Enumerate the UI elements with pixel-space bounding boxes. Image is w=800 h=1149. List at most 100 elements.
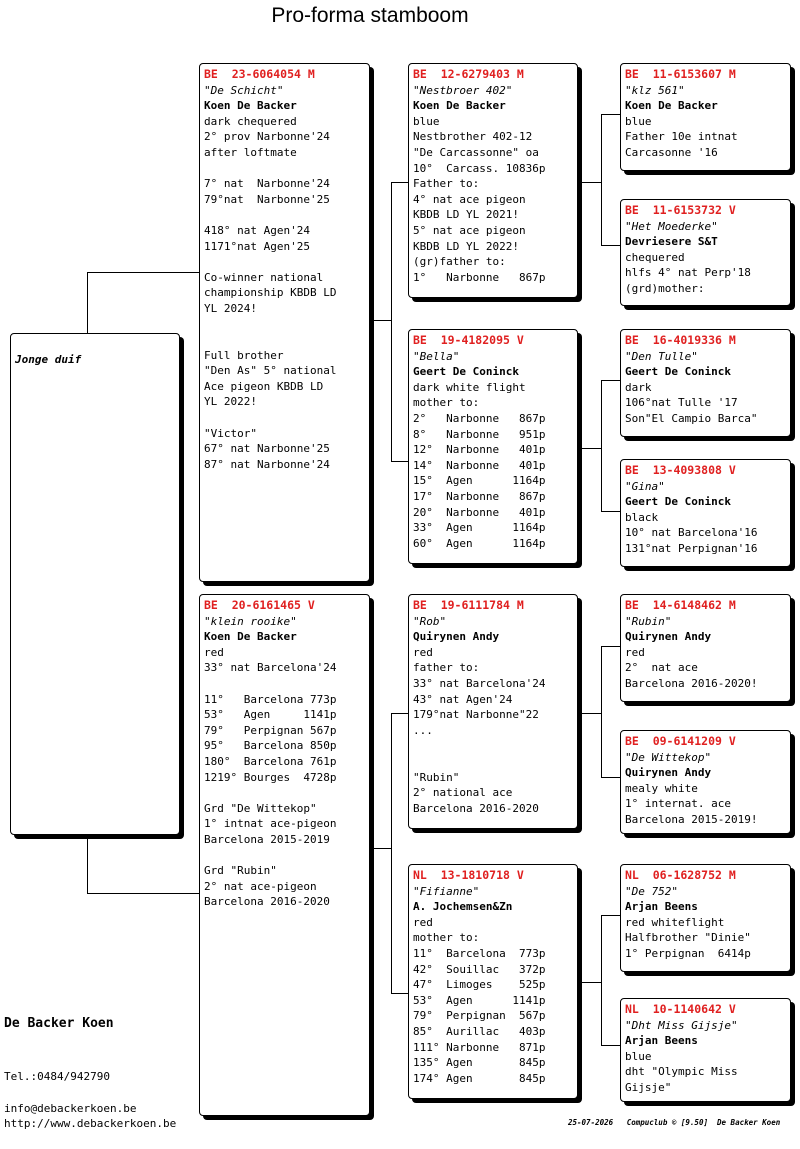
- pedigree-box-sire[interactable]: BE 23-6064054 M"De Schicht"Koen De Backe…: [199, 63, 370, 582]
- info-line: 5° nat ace pigeon: [413, 223, 526, 237]
- pigeon-name: "Dht Miss Gijsje": [625, 1018, 738, 1032]
- pedigree-box-gg3[interactable]: BE 16-4019336 M"Den Tulle"Geert De Conin…: [620, 329, 791, 437]
- info-line: mother to:: [413, 396, 480, 410]
- ring-number: BE 19-6111784 M: [413, 598, 524, 612]
- pedigree-box-gg6[interactable]: BE 09-6141209 V"De Wittekop"Quirynen And…: [620, 730, 791, 834]
- ring-number: BE 13-4093808 V: [625, 463, 736, 477]
- info-line: Co-winner national: [204, 270, 324, 284]
- info-line: 179°nat Narbonne"22: [413, 708, 539, 722]
- info-line: Son"El Campio Barca": [625, 411, 758, 425]
- info-line: 174° Agen 845p: [413, 1071, 546, 1085]
- subject-box[interactable]: Jonge duif: [10, 333, 180, 835]
- connector: [601, 245, 622, 246]
- connector: [370, 848, 392, 849]
- pedigree-box-gg8[interactable]: NL 10-1140642 V "Dht Miss Gijsje" Arjan Be…: [620, 998, 791, 1102]
- owner-name: Koen De Backer: [625, 99, 718, 113]
- info-line: 1° Narbonne 867p: [413, 270, 546, 284]
- info-line: Full brother: [204, 348, 284, 362]
- connector: [601, 114, 602, 246]
- info-line: 7° nat Narbonne'24: [204, 177, 330, 191]
- connector: [601, 511, 622, 512]
- info-line: 95° Barcelona 850p: [204, 739, 337, 753]
- info-line: dark white flight: [413, 380, 526, 394]
- ring-number: BE 16-4019336 M: [625, 333, 736, 347]
- info-line: 43° nat Agen'24: [413, 692, 513, 706]
- info-line: [413, 738, 573, 754]
- info-line: "Rubin": [413, 770, 460, 784]
- info-line: Grd "Rubin": [204, 864, 277, 878]
- pigeon-name: "klz 561": [625, 83, 685, 97]
- pedigree-box-grandsire-paternal[interactable]: BE 12-6279403 M "Nestbroer 402" Koen De Ba…: [408, 63, 578, 298]
- info-line: 85° Aurillac 403p: [413, 1024, 546, 1038]
- connector: [391, 182, 392, 462]
- pedigree-box-granddam-maternal[interactable]: NL 13-1810718 V"Fifianne"A. Jochemsen&Zn…: [408, 864, 578, 1099]
- ring-number: NL 13-1810718 V: [413, 868, 524, 882]
- info-line: dark: [625, 380, 652, 394]
- info-line: mother to:: [413, 931, 480, 945]
- owner-name: Koen De Backer: [413, 99, 506, 113]
- pigeon-name: "De Schicht": [204, 83, 284, 97]
- software-credit: 25-07-2026 Compuclub © [9.50] De Backer …: [568, 1118, 781, 1127]
- pigeon-name: "Rubin": [625, 614, 672, 628]
- info-line: red: [204, 645, 224, 659]
- pigeon-name: "De Wittekop": [625, 750, 712, 764]
- info-line: Barcelona 2015-2019!: [625, 812, 758, 826]
- connector: [601, 915, 622, 916]
- info-line: hlfs 4° nat Perp'18: [625, 266, 751, 280]
- pigeon-name: "Nestbroer 402": [413, 83, 513, 97]
- pigeon-name: "Fifianne": [413, 884, 480, 898]
- info-line: Father 10e intnat: [625, 130, 738, 144]
- info-line: 47° Limoges 525p: [413, 978, 546, 992]
- info-line: 135° Agen 845p: [413, 1056, 546, 1070]
- owner-name: Quirynen Andy: [625, 630, 712, 644]
- ring-number: BE 19-4182095 V: [413, 333, 524, 347]
- info-line: 17° Narbonne 867p: [413, 489, 546, 503]
- info-line: red: [413, 645, 433, 659]
- info-line: YL 2024!: [204, 301, 257, 315]
- info-line: dht "Olympic Miss: [625, 1065, 738, 1079]
- owner-name: Geert De Coninck: [625, 365, 731, 379]
- connector: [601, 114, 622, 115]
- info-line: Carcasonne '16: [625, 145, 718, 159]
- info-line: chequered: [625, 250, 685, 264]
- info-line: Gijsje": [625, 1080, 672, 1094]
- ring-number: BE 12-6279403 M: [413, 67, 524, 81]
- subject-label: Jonge duif: [15, 353, 82, 366]
- ring-number: BE 09-6141209 V: [625, 734, 736, 748]
- info-line: KBDB LD YL 2022!: [413, 239, 519, 253]
- page-title: Pro-forma stamboom: [271, 4, 469, 27]
- ring-number: BE 11-6153732 V: [625, 203, 736, 217]
- info-line: KBDB LD YL 2021!: [413, 208, 519, 222]
- pedigree-box-gg2[interactable]: BE 11-6153732 V"Het Moederke"Devriesere …: [620, 199, 791, 306]
- connector: [391, 182, 410, 183]
- breeder-email[interactable]: info@debackerkoen.be: [4, 1102, 137, 1115]
- connector: [391, 713, 392, 994]
- owner-name: Koen De Backer: [204, 99, 297, 113]
- info-line: blue: [625, 114, 652, 128]
- breeder-website[interactable]: http://www.debackerkoen.be: [4, 1117, 177, 1130]
- info-line: Barcelona 2016-2020!: [625, 676, 758, 690]
- owner-name: Arjan Beens: [625, 1034, 698, 1048]
- info-line: ...: [413, 723, 433, 737]
- info-line: 79° Perpignan 567p: [413, 1009, 546, 1023]
- info-line: Grd "De Wittekop": [204, 801, 317, 815]
- connector: [578, 713, 602, 714]
- info-line: 67° nat Narbonne'25: [204, 442, 330, 456]
- pedigree-box-dam[interactable]: BE 20-6161465 V"klein rooike"Koen De Bac…: [199, 594, 370, 1116]
- info-line: blue: [413, 114, 440, 128]
- info-line: 33° nat Barcelona'24: [413, 676, 546, 690]
- ring-number: NL 10-1140642 V: [625, 1002, 736, 1016]
- info-line: 53° Agen 1141p: [413, 993, 546, 1007]
- info-line: 180° Barcelona 761p: [204, 754, 337, 768]
- info-line: 15° Agen 1164p: [413, 474, 546, 488]
- info-line: 20° Narbonne 401p: [413, 505, 546, 519]
- info-line: Barcelona 2015-2019: [204, 832, 330, 846]
- info-line: 11° Barcelona 773p: [204, 692, 337, 706]
- info-line: 42° Souillac 372p: [413, 962, 546, 976]
